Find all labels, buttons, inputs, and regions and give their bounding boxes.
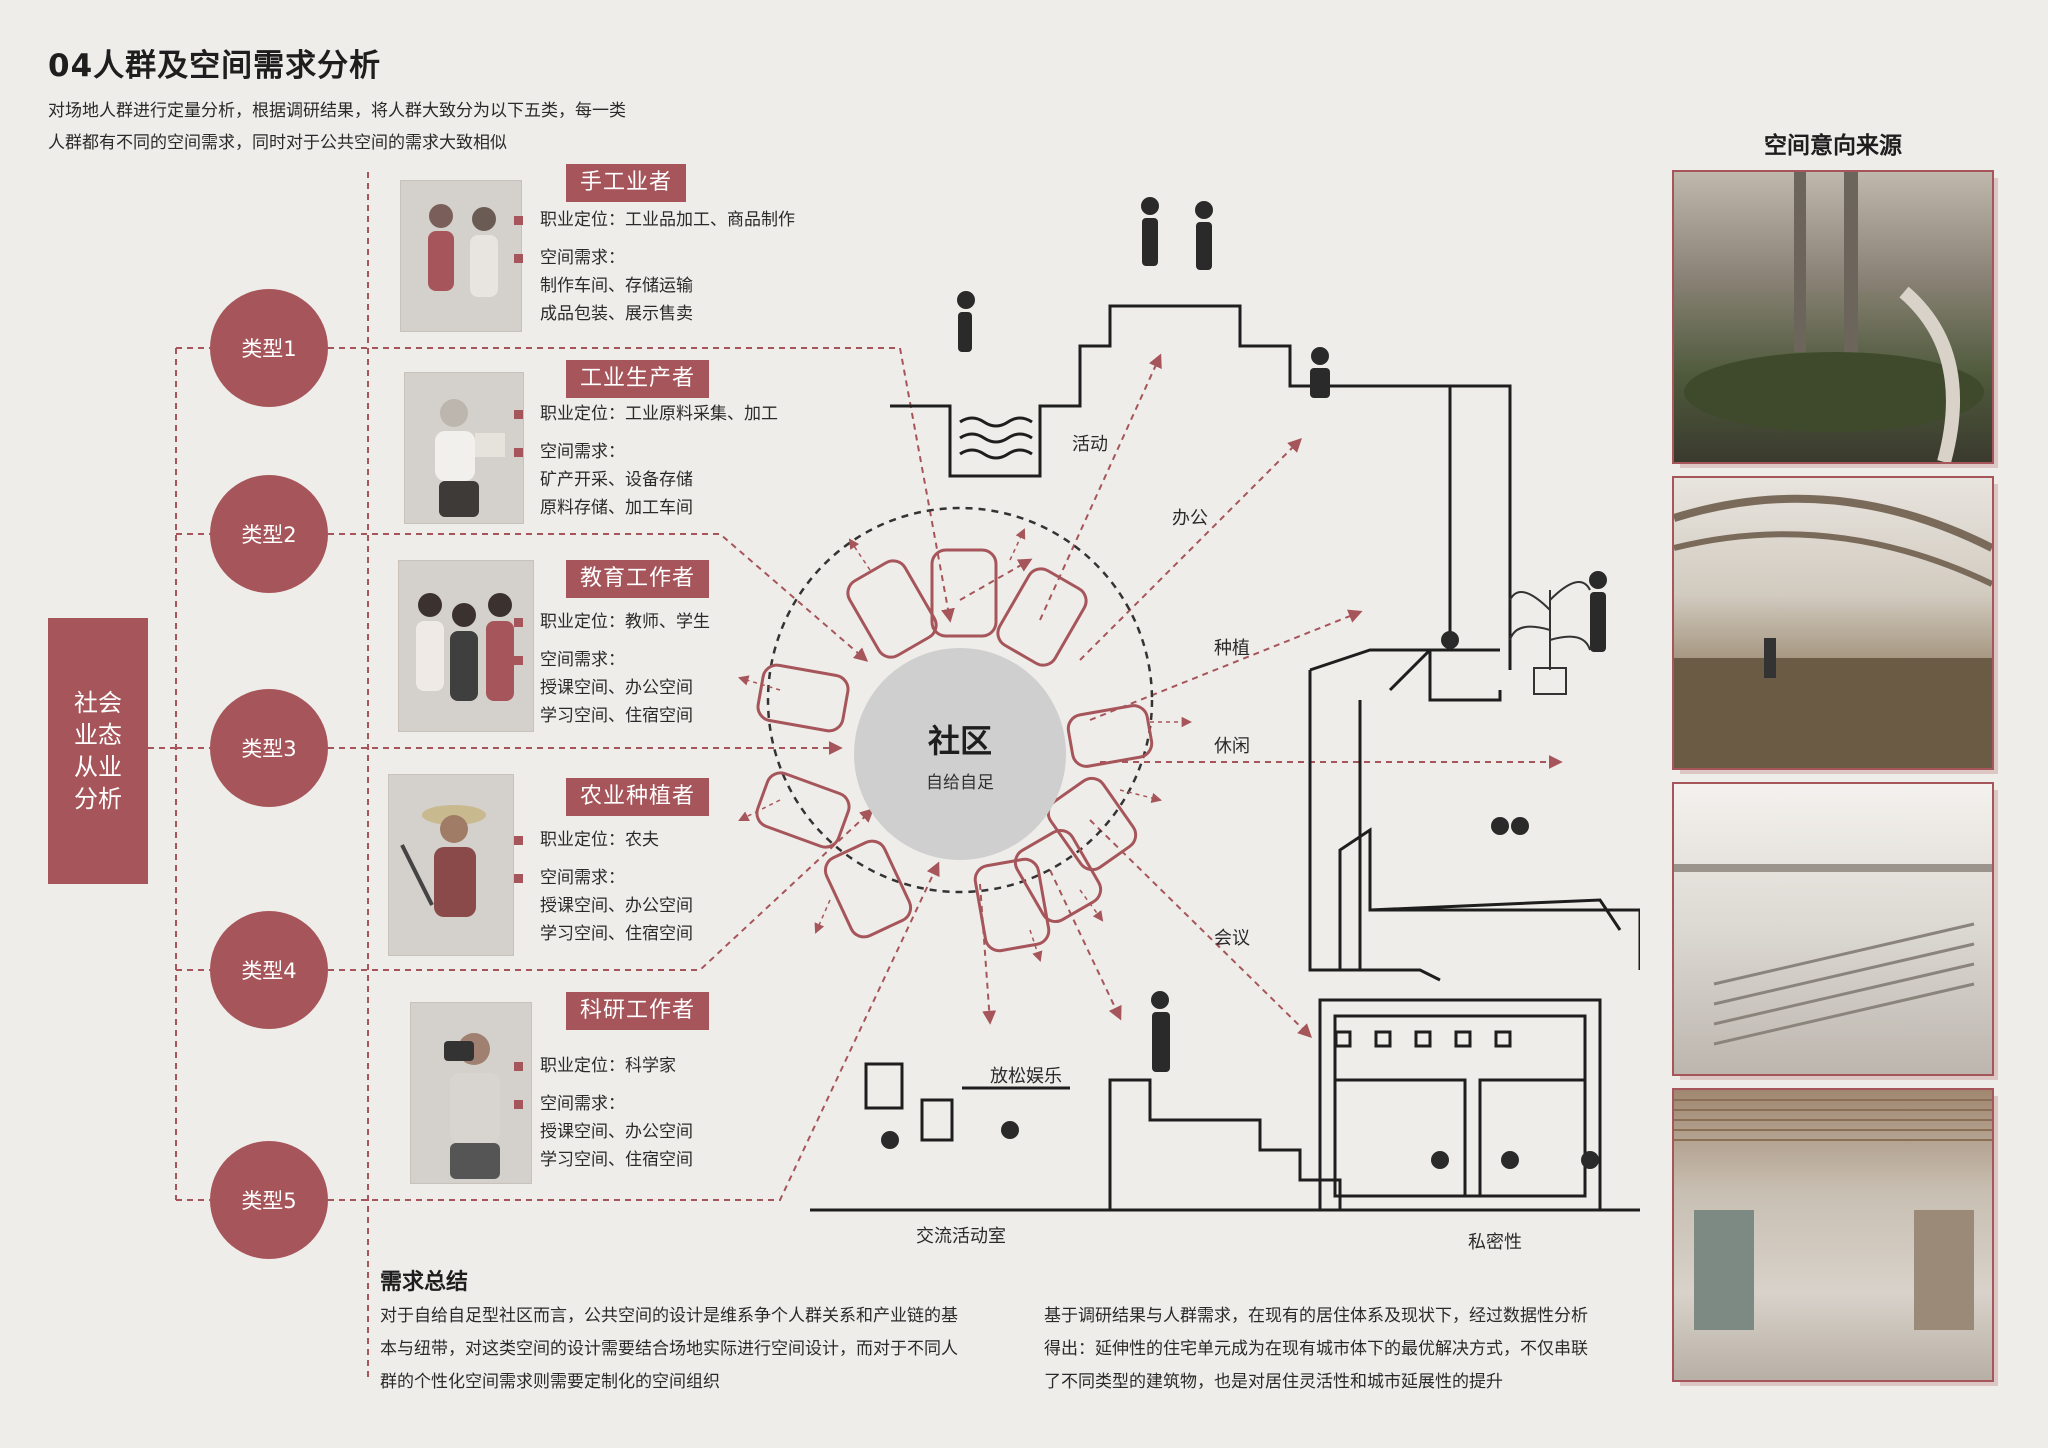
side-label-line: 分析 <box>74 785 122 813</box>
interior-hall-image <box>1674 1090 1992 1380</box>
label-planting: 种植 <box>1214 638 1250 659</box>
role-photo-researcher <box>410 1002 532 1184</box>
center-subtitle: 自给自足 <box>926 772 994 793</box>
type-1-circle: 类型1 <box>210 289 328 407</box>
label-privacy: 私密性 <box>1468 1232 1522 1253</box>
role-photo-farmer <box>388 774 514 956</box>
community-center-circle: 社区 自给自足 <box>854 648 1066 860</box>
role-block-educator: 职业定位：教师、学生 空间需求： 授课空间、办公空间 学习空间、住宿空间 <box>514 608 710 730</box>
role-need: 制作车间、存储运输 <box>540 276 693 296</box>
role-tag-farmer: 农业种植者 <box>566 778 710 816</box>
summary-line: 基于调研结果与人群需求，在现有的居住体系及现状下，经过数据性分析 <box>1044 1306 1588 1326</box>
role-tag-researcher: 科研工作者 <box>566 992 710 1030</box>
source-image-1 <box>1672 170 1994 464</box>
label-office: 办公 <box>1172 508 1208 529</box>
social-industry-analysis-label: 社会 业态 从业 分析 <box>48 618 148 884</box>
type-5-circle: 类型5 <box>210 1141 328 1259</box>
source-image-2 <box>1672 476 1994 770</box>
side-label-line: 业态 <box>74 721 122 749</box>
person-silhouette-icon <box>444 1033 500 1179</box>
people-silhouette-icon <box>416 593 514 701</box>
role-block-craftsman: 职业定位：工业品加工、商品制作 空间需求： 制作车间、存储运输 成品包装、展示售… <box>514 206 795 328</box>
role-need: 学习空间、住宿空间 <box>540 924 693 944</box>
role-need: 学习空间、住宿空间 <box>540 706 693 726</box>
atrium-stairs-image <box>1674 784 1992 1074</box>
label-meeting: 会议 <box>1214 928 1250 949</box>
role-block-researcher: 职业定位：科学家 空间需求： 授课空间、办公空间 学习空间、住宿空间 <box>514 1052 693 1174</box>
role-tag-craftsman: 手工业者 <box>566 164 687 202</box>
center-title: 社区 <box>927 721 992 760</box>
role-tag-educator: 教育工作者 <box>566 560 710 598</box>
role-position: 职业定位：教师、学生 <box>540 612 710 632</box>
role-position: 职业定位：工业品加工、商品制作 <box>540 210 795 230</box>
garden-terrace-image <box>1674 172 1992 462</box>
label-relax-entertainment: 放松娱乐 <box>990 1066 1062 1087</box>
role-photo-craftsman <box>400 180 522 332</box>
summary-title: 需求总结 <box>380 1270 469 1295</box>
person-silhouette-icon <box>435 399 505 517</box>
source-image-3 <box>1672 782 1994 1076</box>
role-need: 成品包装、展示售卖 <box>540 304 693 324</box>
side-label-line: 从业 <box>74 753 122 781</box>
role-need-label: 空间需求： <box>540 1094 625 1114</box>
role-need-label: 空间需求： <box>540 442 625 462</box>
role-tag-industrial-producer: 工业生产者 <box>566 360 710 398</box>
role-need-label: 空间需求： <box>540 248 625 268</box>
role-need: 授课空间、办公空间 <box>540 896 693 916</box>
type-3-circle: 类型3 <box>210 689 328 807</box>
role-need: 授课空间、办公空间 <box>540 1122 693 1142</box>
summary-left-text: 对于自给自足型社区而言，公共空间的设计是维系争个人群关系和产业链的基 本与纽带，… <box>380 1300 1002 1399</box>
role-need: 原料存储、加工车间 <box>540 498 693 518</box>
role-need: 授课空间、办公空间 <box>540 678 693 698</box>
page-title: 04人群及空间需求分析 <box>48 48 382 84</box>
role-need: 矿产开采、设备存储 <box>540 470 693 490</box>
label-activity: 活动 <box>1072 434 1108 455</box>
source-image-4 <box>1672 1088 1994 1382</box>
role-block-farmer: 职业定位：农夫 空间需求： 授课空间、办公空间 学习空间、住宿空间 <box>514 826 693 948</box>
role-photo-educators <box>398 560 534 732</box>
summary-right-text: 基于调研结果与人群需求，在现有的居住体系及现状下，经过数据性分析 得出：延伸性的… <box>1044 1300 1636 1399</box>
space-source-title: 空间意向来源 <box>1764 133 1902 159</box>
spatial-stair-diagram <box>810 197 1640 1212</box>
label-exchange-room: 交流活动室 <box>916 1226 1006 1247</box>
role-block-industrial-producer: 职业定位：工业原料采集、加工 空间需求： 矿产开采、设备存储 原料存储、加工车间 <box>514 400 778 522</box>
intro-line-1: 对场地人群进行定量分析，根据调研结果，将人群大致分为以下五类，每一类 <box>48 101 626 121</box>
role-position: 职业定位：工业原料采集、加工 <box>540 404 778 424</box>
curved-canopy-image <box>1674 478 1992 768</box>
intro-line-2: 人群都有不同的空间需求，同时对于公共空间的需求大致相似 <box>48 133 507 153</box>
summary-line: 得出：延伸性的住宅单元成为在现有城市体下的最优解决方式，不仅串联 <box>1044 1339 1588 1359</box>
role-position: 职业定位：农夫 <box>540 830 659 850</box>
summary-line: 了不同类型的建筑物，也是对居住灵活性和城市延展性的提升 <box>1044 1372 1503 1392</box>
person-silhouette-icon <box>400 805 486 917</box>
role-need-label: 空间需求： <box>540 650 625 670</box>
type-2-circle: 类型2 <box>210 475 328 593</box>
people-silhouette-icon <box>428 204 498 297</box>
role-position: 职业定位：科学家 <box>540 1056 676 1076</box>
summary-line: 群的个性化空间需求则需要定制化的空间组织 <box>380 1372 720 1392</box>
role-photo-industrial-worker <box>404 372 524 524</box>
role-need-label: 空间需求： <box>540 868 625 888</box>
role-need: 学习空间、住宿空间 <box>540 1150 693 1170</box>
summary-line: 对于自给自足型社区而言，公共空间的设计是维系争个人群关系和产业链的基 <box>380 1306 958 1326</box>
side-label-line: 社会 <box>74 689 122 717</box>
label-leisure: 休闲 <box>1214 736 1250 757</box>
summary-line: 本与纽带，对这类空间的设计需要结合场地实际进行空间设计，而对于不同人 <box>380 1339 958 1359</box>
type-4-circle: 类型4 <box>210 911 328 1029</box>
